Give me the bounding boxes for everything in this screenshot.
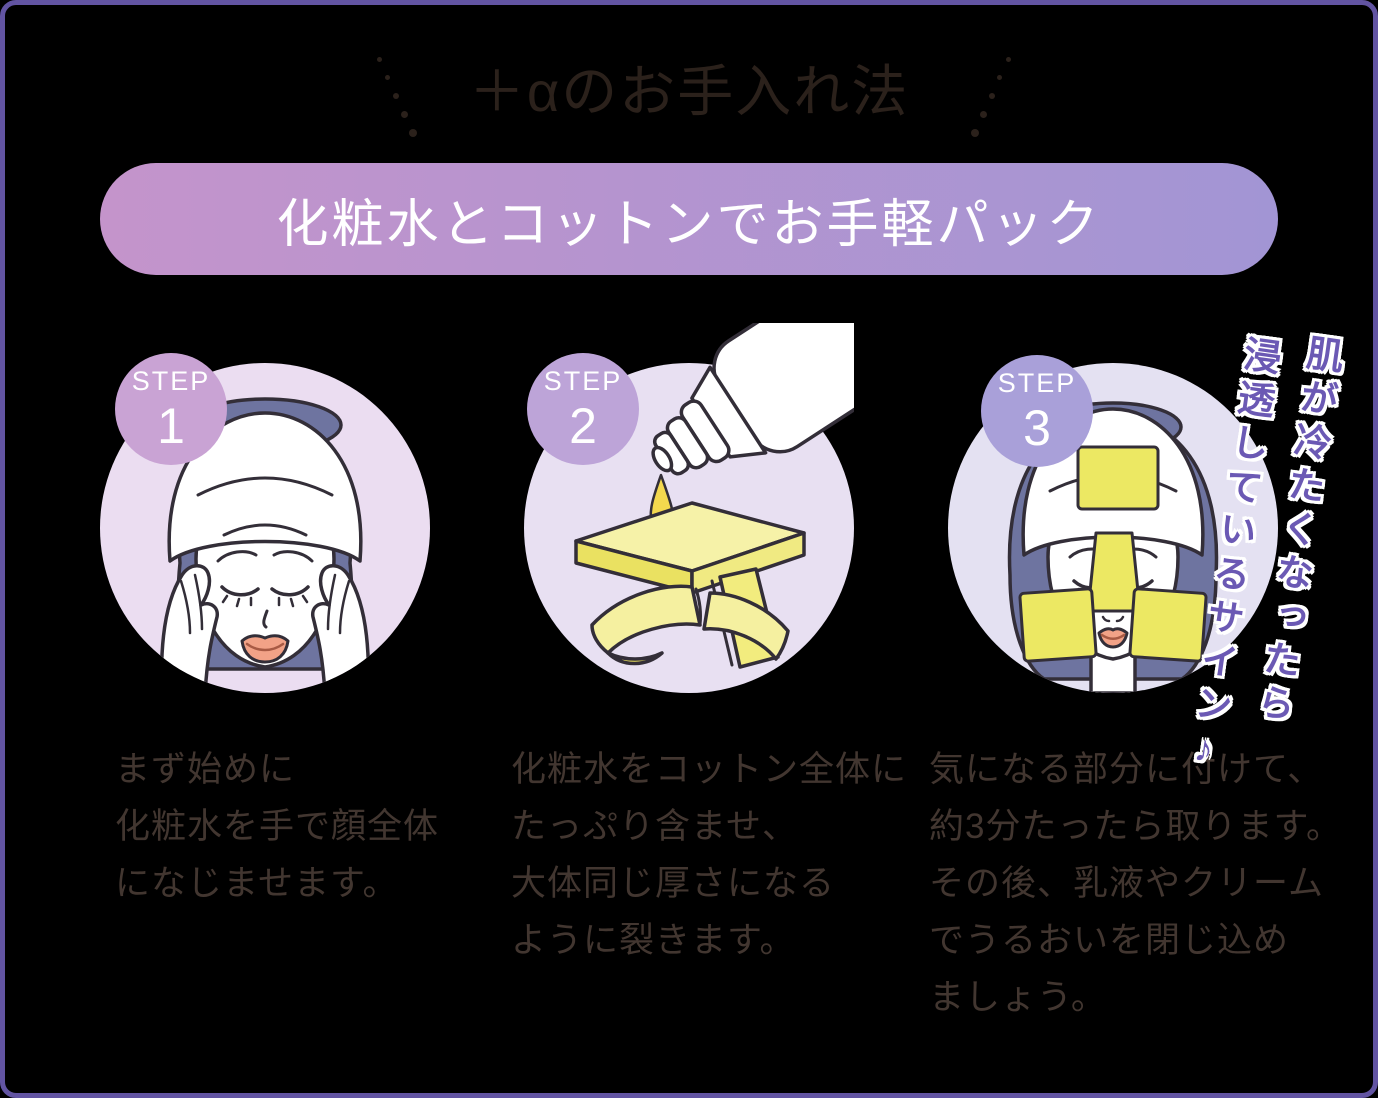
step2-badge-number: 2 [569,397,597,454]
step1-badge: STEP 1 [115,353,227,465]
description-line: その後、乳液やクリーム [929,864,1324,903]
step3-badge-label: STEP [997,367,1077,398]
step1-badge-number: 1 [157,397,185,454]
step1-description: まず始めに 化粧水を手で顔全体 になじませます。 [115,741,439,912]
description-line: ように裂きます。 [511,921,796,960]
step2-circle [524,323,854,693]
page-title: ＋αのお手入れ法 [468,60,910,123]
description-line: 化粧水をコットン全体に [511,750,908,789]
face-with-pads-illustration-icon [1007,401,1219,693]
description-line: 気になる部分に付けて、 [929,750,1324,789]
description-line: 大体同じ厚さになる [511,864,836,903]
description-line: 化粧水を手で顔全体 [115,807,440,846]
description-line: たっぷり含ませ、 [511,807,798,846]
description-line: でうるおいを閉じ込め [929,921,1290,960]
lotion-bottle-cotton-illustration-icon [574,323,854,669]
step3-badge: STEP 3 [981,355,1093,467]
step1-circle [100,363,430,693]
step2-badge-label: STEP [543,365,623,396]
step3-description: 気になる部分に付けて、 約3分たったら取ります。 その後、乳液やクリーム でうる… [929,741,1342,1026]
step1-badge-label: STEP [131,365,211,396]
face-massage-illustration-icon [159,397,371,693]
description-line: になじませます。 [115,864,399,903]
step3-badge-number: 3 [1023,399,1051,456]
description-line: ましょう。 [929,978,1107,1017]
description-line: 約3分たったら取ります。 [929,807,1342,846]
description-line: まず始めに [115,750,296,789]
step2-description: 化粧水をコットン全体に たっぷり含ませ、 大体同じ厚さになる ように裂きます。 [511,741,907,969]
subtitle-banner-label: 化粧水とコットンでお手軽パック [276,195,1102,254]
subtitle-banner: 化粧水とコットンでお手軽パック [100,163,1278,275]
step2-badge: STEP 2 [527,353,639,465]
